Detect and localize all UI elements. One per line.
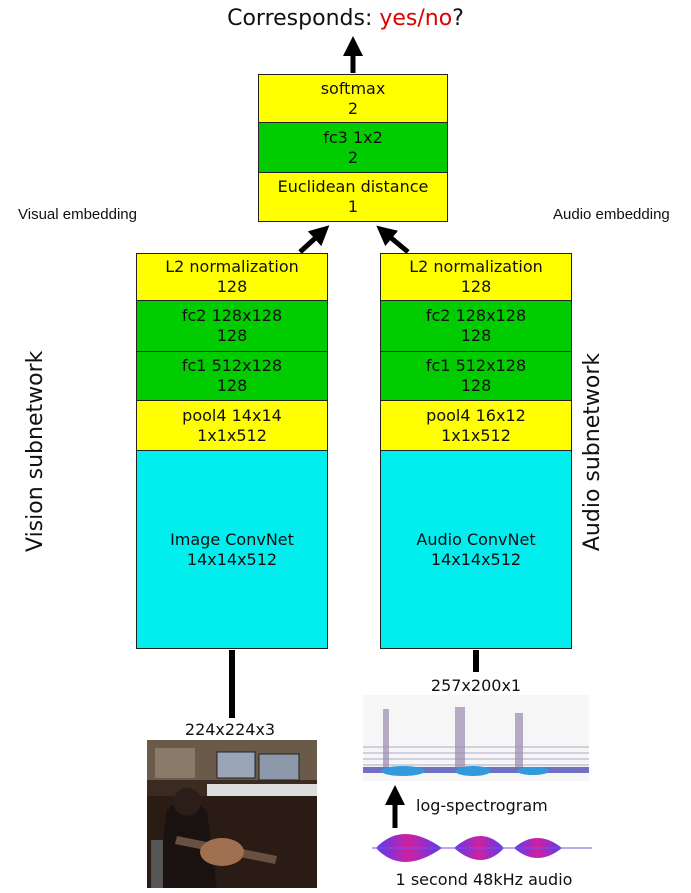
euclidean-dim: 1 <box>347 197 359 216</box>
audio-pool4-dim: 1x1x512 <box>441 425 511 445</box>
vision-convnet-block: Image ConvNet 14x14x512 <box>136 450 328 649</box>
spectrogram-image <box>363 695 589 781</box>
vision-input-stem <box>229 650 235 718</box>
vision-fc2-dim: 128 <box>216 326 248 345</box>
title-prefix: Corresponds: <box>227 6 380 31</box>
vision-fc2-block: fc2 128x128 128 <box>136 300 328 352</box>
vision-fc1-block: fc1 512x128 128 <box>136 351 328 401</box>
waveform-image <box>372 834 592 862</box>
output-title: Corresponds: yes/no? <box>0 6 691 31</box>
audio-pool4-label: pool4 16x12 <box>426 405 526 425</box>
audio-input-stem <box>473 650 479 672</box>
title-highlight: yes/no <box>379 6 453 31</box>
audio-fc1-dim: 128 <box>460 376 492 395</box>
audio-l2-block: L2 normalization 128 <box>380 253 572 301</box>
audio-arrow <box>376 225 410 254</box>
audio-fc2-dim: 128 <box>460 326 492 345</box>
fc3-label: fc3 1x2 <box>323 127 383 147</box>
audio-fc2-label: fc2 128x128 <box>425 306 527 325</box>
audio-l2-dim: 128 <box>460 277 492 296</box>
visual-embedding-label: Visual embedding <box>18 206 137 223</box>
euclidean-label: Euclidean distance <box>277 177 429 196</box>
audio-pool4-block: pool4 16x12 1x1x512 <box>380 400 572 451</box>
softmax-dim: 2 <box>347 98 359 118</box>
audio-convnet-dim: 14x14x512 <box>430 549 522 569</box>
vision-pool4-label: pool4 14x14 <box>182 405 282 425</box>
input-image <box>147 740 317 888</box>
softmax-block: softmax 2 <box>258 74 448 123</box>
audio-dims-label: 257x200x1 <box>430 676 522 695</box>
visual-arrow <box>298 225 330 254</box>
vision-pool4-block: pool4 14x14 1x1x512 <box>136 400 328 451</box>
vision-l2-dim: 128 <box>216 277 248 296</box>
vision-subnetwork-label: Vision subnetwork <box>23 350 48 552</box>
audio-subnetwork-label: Audio subnetwork <box>580 352 605 552</box>
vision-fc2-label: fc2 128x128 <box>181 306 283 325</box>
audio-fc2-block: fc2 128x128 128 <box>380 300 572 352</box>
softmax-label: softmax <box>320 78 386 98</box>
title-suffix: ? <box>452 6 464 31</box>
vision-l2-label: L2 normalization <box>165 257 299 276</box>
audio-embedding-label: Audio embedding <box>553 206 670 223</box>
vision-convnet-label: Image ConvNet <box>170 529 294 549</box>
image-dims-label: 224x224x3 <box>184 720 276 739</box>
euclidean-block: Euclidean distance 1 <box>258 172 448 222</box>
fc3-block: fc3 1x2 2 <box>258 122 448 173</box>
spectrogram-label: log-spectrogram <box>416 796 548 815</box>
audio-fc1-block: fc1 512x128 128 <box>380 351 572 401</box>
audio-convnet-block: Audio ConvNet 14x14x512 <box>380 450 572 649</box>
audio-fc1-label: fc1 512x128 <box>425 356 527 375</box>
vision-fc1-label: fc1 512x128 <box>181 356 283 375</box>
fc3-dim: 2 <box>347 147 359 167</box>
vision-l2-block: L2 normalization 128 <box>136 253 328 301</box>
audio-caption: 1 second 48kHz audio <box>395 870 573 889</box>
vision-convnet-dim: 14x14x512 <box>186 549 278 569</box>
vision-fc1-dim: 128 <box>216 376 248 395</box>
vision-pool4-dim: 1x1x512 <box>197 425 267 445</box>
audio-l2-label: L2 normalization <box>409 257 543 276</box>
audio-convnet-label: Audio ConvNet <box>416 529 536 549</box>
